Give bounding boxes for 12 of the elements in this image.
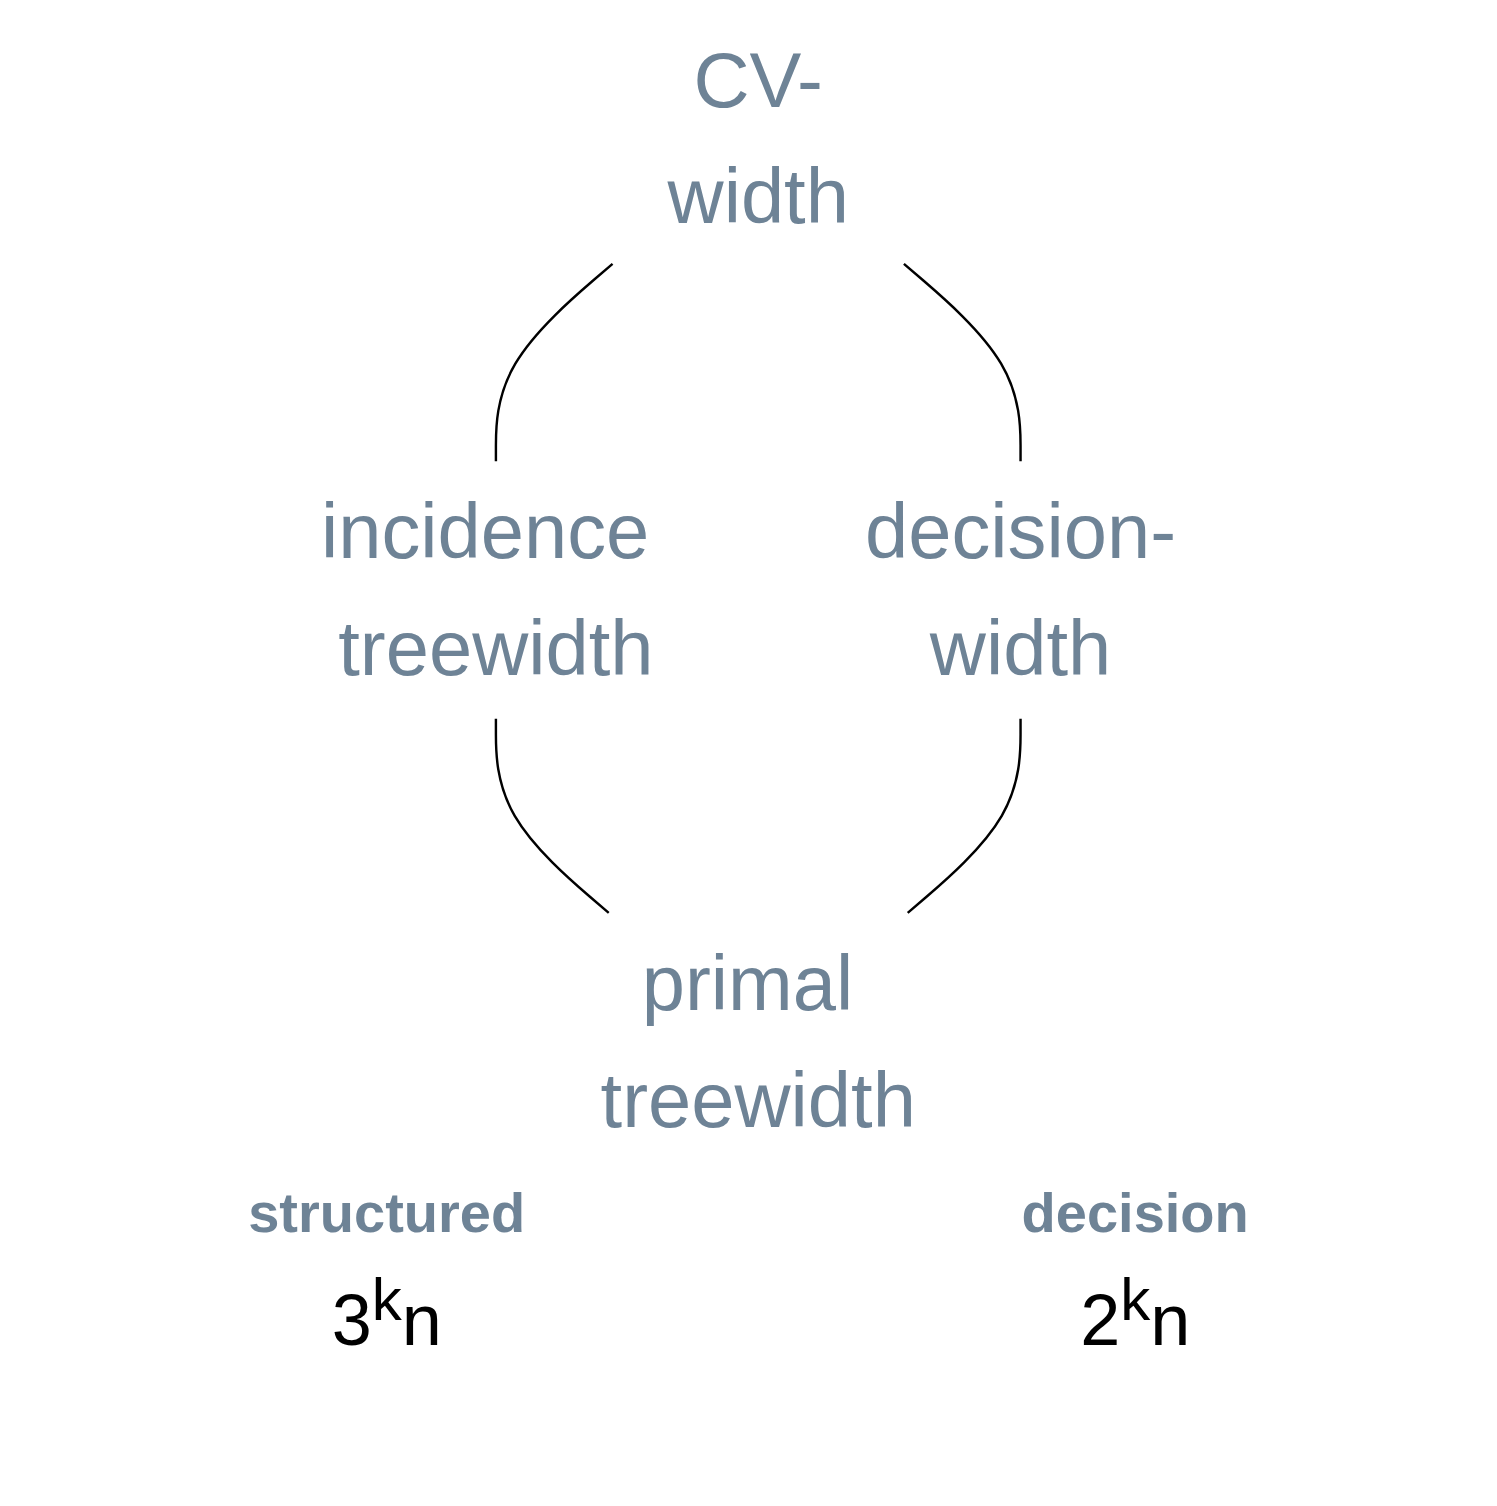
node-text: primal treewidth [600,939,916,1144]
node-text: decision-width [865,488,1177,692]
complexity-label: 3$^{k}$n [331,1265,442,1361]
connector [494,262,614,462]
complexity-label: 2$^{k}$n [1080,1265,1191,1361]
connector [906,718,1022,914]
node-text: incidence treewidth [320,488,654,692]
node-text: CV-width [667,36,849,241]
method-label: structured [248,1180,526,1245]
connector [903,262,1022,462]
connector [494,718,610,914]
method-label: decision [1021,1180,1249,1245]
